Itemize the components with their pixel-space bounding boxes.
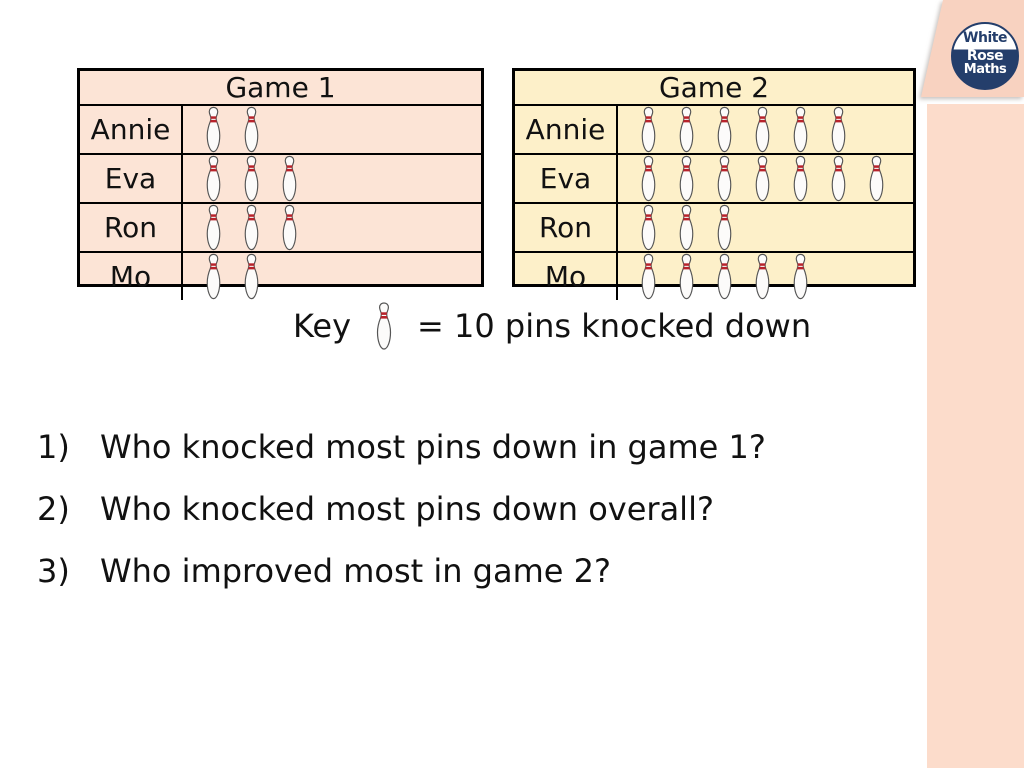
table-row: Ron bbox=[515, 204, 913, 253]
logo-text-rose: Rose bbox=[966, 48, 1004, 64]
table-row: Annie bbox=[80, 106, 481, 155]
question-number: 1) bbox=[37, 428, 70, 466]
bowling-pin-icon bbox=[277, 155, 302, 202]
bowling-pin-icon bbox=[674, 204, 699, 251]
player-name: Annie bbox=[80, 106, 183, 153]
table-title: Game 2 bbox=[515, 71, 913, 106]
pin-icons-cell bbox=[183, 106, 481, 153]
question-text: Who knocked most pins down overall? bbox=[100, 490, 714, 528]
bowling-pin-icon bbox=[636, 253, 661, 300]
key-label: Key bbox=[293, 307, 352, 345]
pin-icons-cell bbox=[618, 253, 913, 300]
bowling-pin-icon bbox=[788, 253, 813, 300]
bowling-pin-icon bbox=[826, 155, 851, 202]
table-row: Eva bbox=[80, 155, 481, 204]
logo-circle: White Rose Maths bbox=[951, 22, 1019, 90]
bowling-pin-icon bbox=[201, 204, 226, 251]
pin-icons-cell bbox=[183, 204, 481, 251]
questions-list: 1) Who knocked most pins down in game 1? 2… bbox=[37, 429, 766, 589]
table-row: Mo bbox=[80, 253, 481, 300]
bowling-pin-icon bbox=[712, 155, 737, 202]
bowling-pin-icon bbox=[674, 155, 699, 202]
question-number: 3) bbox=[37, 552, 70, 590]
question-item: 2) Who knocked most pins down overall? bbox=[37, 491, 766, 527]
bowling-pin-icon bbox=[636, 106, 661, 153]
bowling-pin-icon bbox=[712, 106, 737, 153]
bowling-pin-icon bbox=[201, 106, 226, 153]
player-name: Mo bbox=[80, 253, 183, 300]
key-text: = 10 pins knocked down bbox=[417, 307, 812, 345]
bowling-pin-icon bbox=[864, 155, 889, 202]
bowling-pin-icon bbox=[636, 204, 661, 251]
white-rose-maths-logo: White Rose Maths bbox=[951, 22, 1019, 90]
bowling-pin-icon bbox=[712, 253, 737, 300]
table-row: Mo bbox=[515, 253, 913, 300]
logo-text-white: White bbox=[963, 30, 1007, 46]
right-side-band bbox=[927, 104, 1024, 768]
question-item: 3) Who improved most in game 2? bbox=[37, 553, 766, 589]
bowling-pin-icon bbox=[239, 106, 264, 153]
player-name: Ron bbox=[80, 204, 183, 251]
bowling-pin-icon bbox=[826, 106, 851, 153]
table-row: Annie bbox=[515, 106, 913, 155]
table-row: Eva bbox=[515, 155, 913, 204]
bowling-pin-icon bbox=[636, 155, 661, 202]
player-name: Mo bbox=[515, 253, 618, 300]
key-pin-icon bbox=[371, 300, 397, 352]
bowling-pin-icon bbox=[674, 106, 699, 153]
bowling-pin-icon bbox=[239, 253, 264, 300]
question-text: Who knocked most pins down in game 1? bbox=[100, 428, 766, 466]
bowling-pin-icon bbox=[239, 155, 264, 202]
pin-icons-cell bbox=[183, 155, 481, 202]
logo-text-maths: Maths bbox=[963, 62, 1007, 77]
bowling-pin-icon bbox=[712, 204, 737, 251]
pin-icons-cell bbox=[618, 204, 913, 251]
pin-icons-cell bbox=[618, 155, 913, 202]
question-text: Who improved most in game 2? bbox=[100, 552, 611, 590]
bowling-pin-icon bbox=[788, 106, 813, 153]
bowling-pin-icon bbox=[750, 155, 775, 202]
bowling-pin-icon bbox=[239, 204, 264, 251]
player-name: Ron bbox=[515, 204, 618, 251]
pictogram-key: Key = 10 pins knocked down bbox=[293, 297, 811, 355]
bowling-pin-icon bbox=[674, 253, 699, 300]
bowling-pin-icon bbox=[201, 253, 226, 300]
pin-icons-cell bbox=[618, 106, 913, 153]
player-name: Eva bbox=[80, 155, 183, 202]
bowling-pin-icon bbox=[788, 155, 813, 202]
table-row: Ron bbox=[80, 204, 481, 253]
pin-icons-cell bbox=[183, 253, 481, 300]
question-item: 1) Who knocked most pins down in game 1? bbox=[37, 429, 766, 465]
player-name: Annie bbox=[515, 106, 618, 153]
bowling-pin-icon bbox=[750, 106, 775, 153]
bowling-pin-icon bbox=[750, 253, 775, 300]
question-number: 2) bbox=[37, 490, 70, 528]
bowling-pin-icon bbox=[277, 204, 302, 251]
bowling-pin-icon bbox=[201, 155, 226, 202]
player-name: Eva bbox=[515, 155, 618, 202]
table-title: Game 1 bbox=[80, 71, 481, 106]
